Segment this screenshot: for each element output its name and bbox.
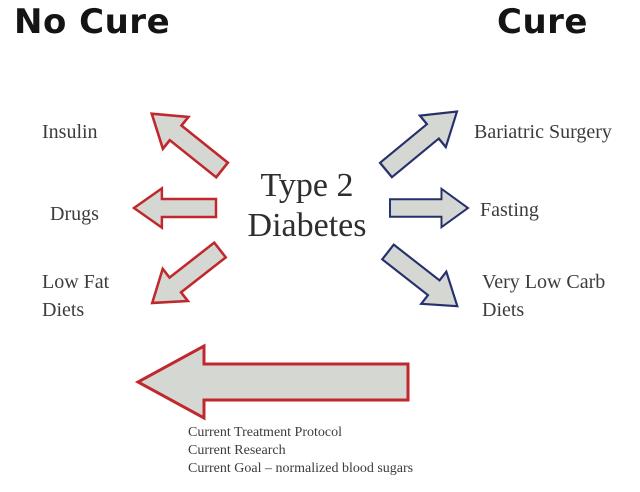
arrow-to-insulin	[137, 96, 237, 188]
low-carb-line-1: Very Low Carb	[482, 271, 606, 293]
cure-item-very-low-carb-diets: Very Low Carb Diets	[482, 268, 605, 324]
low-carb-line-2: Diets	[482, 299, 525, 321]
treatment-protocol-list: Current Treatment Protocol Current Resea…	[188, 424, 413, 478]
cure-item-fasting: Fasting	[480, 199, 539, 221]
big-treatment-arrow	[136, 344, 410, 420]
arrow-to-drugs	[132, 187, 218, 229]
cure-heading: Cure	[497, 2, 588, 42]
protocol-item: Current Goal – normalized blood sugars	[188, 461, 414, 476]
no-cure-heading: No Cure	[14, 2, 171, 42]
low-fat-line-2: Diets	[42, 299, 85, 321]
cure-item-bariatric-surgery: Bariatric Surgery	[474, 121, 612, 143]
center-line-2: Diabetes	[247, 207, 367, 244]
arrow-to-low-fat-diets	[138, 232, 234, 321]
protocol-item: Current Treatment Protocol	[188, 425, 342, 440]
arrow-to-very-low-carb-diets	[374, 234, 471, 324]
no-cure-item-low-fat-diets: Low Fat Diets	[42, 268, 109, 324]
center-line-1: Type 2	[260, 167, 354, 204]
low-fat-line-1: Low Fat	[42, 271, 110, 293]
no-cure-item-insulin: Insulin	[42, 121, 98, 143]
type-2-diabetes-label: Type 2 Diabetes	[222, 166, 392, 246]
protocol-item: Current Research	[188, 443, 286, 458]
arrow-to-fasting	[388, 187, 470, 229]
no-cure-item-drugs: Drugs	[50, 203, 99, 225]
